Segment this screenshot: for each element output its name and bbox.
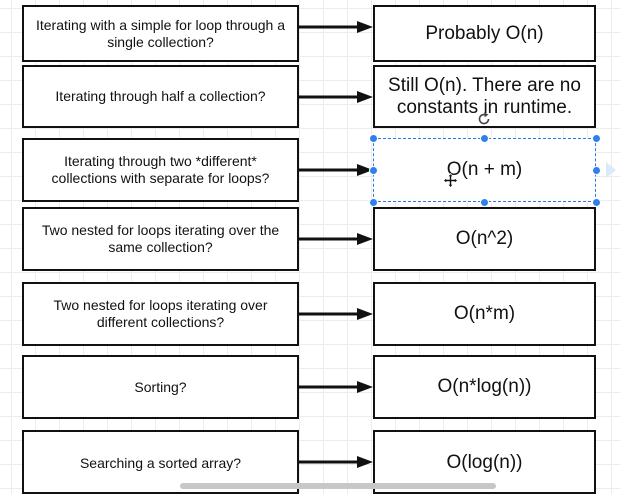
connector-arrow-4[interactable] — [299, 232, 373, 246]
resize-handle-right[interactable] — [592, 166, 601, 175]
question-text: Two nested for loops iterating over diff… — [53, 297, 268, 330]
resize-handle-top-right[interactable] — [592, 134, 601, 143]
connector-arrow-5[interactable] — [299, 307, 373, 321]
answer-box-1[interactable]: Probably O(n) — [373, 5, 596, 62]
question-box-4[interactable]: Two nested for loops iterating over the … — [22, 207, 299, 271]
answer-box-2[interactable]: Still O(n). There are no constants in ru… — [373, 65, 596, 128]
resize-handle-left[interactable] — [369, 166, 378, 175]
horizontal-scrollbar[interactable] — [180, 483, 496, 489]
answer-text: O(n*log(n)) — [437, 376, 532, 397]
question-text: Searching a sorted array? — [79, 454, 242, 471]
connector-arrow-7[interactable] — [299, 455, 373, 469]
connector-arrow-1[interactable] — [299, 20, 373, 34]
resize-handle-bottom-left[interactable] — [369, 198, 378, 207]
answer-text: O(log(n)) — [446, 452, 523, 473]
connector-arrow-3[interactable] — [299, 163, 373, 177]
answer-box-4[interactable]: O(n^2) — [373, 207, 596, 271]
resize-handle-top[interactable] — [480, 134, 489, 143]
answer-text: O(n*m) — [453, 303, 516, 324]
arrow-right-icon[interactable] — [606, 162, 616, 178]
question-box-3[interactable]: Iterating through two *different* collec… — [22, 138, 299, 202]
answer-box-3-selected[interactable]: O(n + m) — [373, 138, 596, 202]
move-cursor-icon — [443, 173, 458, 188]
resize-handle-top-left[interactable] — [369, 134, 378, 143]
question-box-6[interactable]: Sorting? — [22, 355, 299, 419]
rotate-icon[interactable] — [476, 111, 492, 127]
question-text: Two nested for loops iterating over the … — [41, 222, 280, 255]
resize-handle-bottom-right[interactable] — [592, 198, 601, 207]
answer-text: Probably O(n) — [425, 22, 544, 44]
question-box-2[interactable]: Iterating through half a collection? — [22, 65, 299, 128]
resize-handle-bottom[interactable] — [480, 198, 489, 207]
question-text: Iterating through half a collection? — [55, 88, 266, 104]
answer-text: O(n^2) — [455, 228, 514, 249]
answer-text: O(n + m) — [446, 159, 523, 180]
question-text: Iterating with a simple for loop through… — [35, 16, 286, 50]
question-box-5[interactable]: Two nested for loops iterating over diff… — [22, 282, 299, 346]
answer-box-5[interactable]: O(n*m) — [373, 282, 596, 346]
question-box-1[interactable]: Iterating with a simple for loop through… — [22, 5, 299, 62]
connector-arrow-6[interactable] — [299, 380, 373, 394]
answer-box-6[interactable]: O(n*log(n)) — [373, 355, 596, 419]
answer-text: Still O(n). There are no constants in ru… — [388, 74, 581, 118]
connector-arrow-2[interactable] — [299, 90, 373, 104]
question-text: Iterating through two *different* collec… — [51, 153, 270, 186]
question-text: Sorting? — [134, 378, 187, 395]
